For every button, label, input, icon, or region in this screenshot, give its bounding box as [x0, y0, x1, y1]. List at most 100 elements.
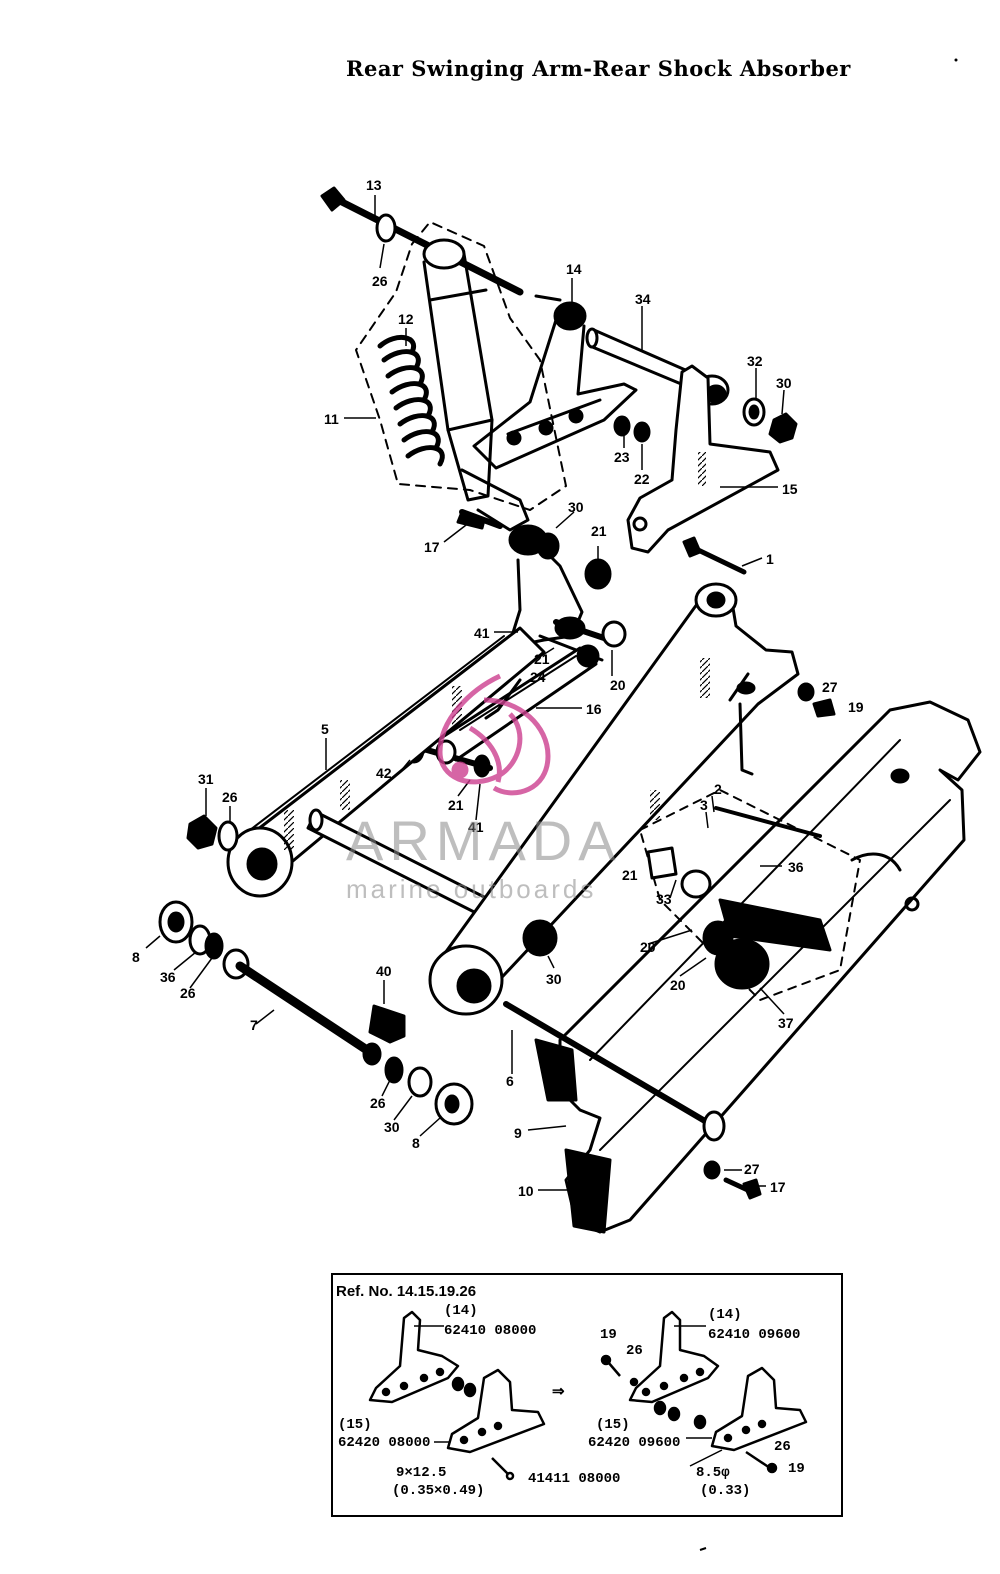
callout-20-b: 20	[640, 939, 656, 955]
callout-7: 7	[250, 1017, 258, 1033]
callout-33: 33	[656, 891, 672, 907]
inset-right-19-lower: 19	[788, 1461, 805, 1477]
callout-26-d: 26	[370, 1095, 386, 1111]
callout-40: 40	[376, 963, 392, 979]
coil-spring	[377, 335, 445, 467]
callout-30-d: 30	[384, 1119, 400, 1135]
callout-30-b: 30	[568, 499, 584, 515]
callout-10: 10	[518, 1183, 534, 1199]
pivot-shaft-set	[158, 900, 474, 1126]
washer-23	[613, 415, 631, 437]
callout-27: 27	[822, 679, 838, 695]
inset-new-plate-15	[710, 1366, 808, 1474]
watermark-brand: ARMADA	[346, 809, 622, 872]
inset-new-bracket-14	[600, 1310, 720, 1430]
callout-17-b: 17	[770, 1179, 786, 1195]
inset-right-19: 19	[600, 1327, 617, 1343]
callout-32: 32	[747, 353, 763, 369]
page-title: Rear Swinging Arm-Rear Shock Absorber	[346, 56, 851, 81]
upper-brackets	[472, 294, 798, 590]
inset-left-bolt-size: 9×12.5	[396, 1465, 446, 1481]
callout-36-b: 36	[160, 969, 176, 985]
inset-old-bracket-14	[368, 1310, 477, 1404]
bolt-20-upper	[553, 619, 627, 648]
washer-8-left	[158, 900, 194, 944]
inset-old-plate-15	[446, 1368, 546, 1481]
revision-inset: Ref. No. 14.15.19.26 (14) 62410 08000 (1…	[331, 1273, 843, 1517]
scan-speck-bottom	[699, 1547, 707, 1551]
inset-right-26-lower: 26	[774, 1439, 791, 1455]
callout-15: 15	[782, 481, 798, 497]
callout-3: 3	[700, 797, 708, 813]
inset-leader-hole	[689, 1449, 723, 1467]
callout-31: 31	[198, 771, 214, 787]
washer-22	[633, 421, 651, 443]
bolt-washer-27-19-upper	[797, 682, 836, 718]
cushion-bracket-14	[472, 294, 638, 470]
callout-9: 9	[514, 1125, 522, 1141]
inset-right-hole-size: 8.5φ	[696, 1465, 730, 1481]
inset-right-14-ref: (14)	[708, 1307, 742, 1323]
spring-group-outline	[355, 221, 567, 511]
callout-17: 17	[424, 539, 440, 555]
block-33	[646, 846, 678, 880]
rear-axle-6	[503, 1001, 726, 1142]
callout-27-b: 27	[744, 1161, 760, 1177]
callout-5: 5	[321, 721, 329, 737]
bush-40	[368, 1004, 406, 1044]
washer-26-left	[204, 932, 224, 960]
adjuster-outline	[639, 789, 861, 1001]
bolt-1	[682, 536, 747, 575]
callout-6: 6	[506, 1073, 514, 1089]
washer-30-right	[407, 1066, 433, 1098]
tensioner-37	[702, 898, 832, 990]
inset-right-15-number: 62420 09600	[588, 1435, 680, 1451]
inset-right-15-ref: (15)	[596, 1417, 630, 1433]
callout-36: 36	[788, 859, 804, 875]
inset-left-14-ref: (14)	[444, 1303, 478, 1319]
inset-left-15-number: 62420 08000	[338, 1435, 430, 1451]
inset-left-bolt-size-inch: (0.35×0.49)	[392, 1483, 484, 1499]
callout-30: 30	[776, 375, 792, 391]
callout-8: 8	[132, 949, 140, 965]
callout-8-b: 8	[412, 1135, 420, 1151]
watermark-tagline: marine outboards	[346, 874, 596, 904]
callout-20: 20	[610, 677, 626, 693]
inset-header: Ref. No. 14.15.19.26	[336, 1283, 476, 1300]
bolt-17-upper	[459, 509, 503, 529]
bolt-washer-27-17-lower	[703, 1160, 762, 1200]
callout-labels: 13 26 14 34 12 11 32 30 23 22 15 1 17 30…	[132, 177, 864, 1199]
callout-16: 16	[586, 701, 602, 717]
callout-41: 41	[474, 625, 490, 641]
callout-30-c: 30	[546, 971, 562, 987]
washer-26-right	[384, 1056, 404, 1084]
callout-19: 19	[848, 699, 864, 715]
top-mount-bolt	[320, 186, 524, 296]
callout-11: 11	[324, 411, 339, 427]
washer-nut-30-32	[742, 397, 798, 444]
shock-body	[422, 238, 530, 532]
callout-24: 24	[530, 669, 546, 685]
callout-26-c: 26	[180, 985, 196, 1001]
callout-2: 2	[714, 781, 722, 797]
callout-14: 14	[566, 261, 582, 277]
inset-right-14-number: 62410 09600	[708, 1327, 800, 1343]
inset-right-hole-size-inch: (0.33)	[700, 1483, 750, 1499]
callout-20-c: 20	[670, 977, 686, 993]
scan-speck	[954, 58, 958, 62]
inset-right-26: 26	[626, 1343, 643, 1359]
pivot-bolt-7	[222, 948, 382, 1066]
link-plate-15	[626, 364, 780, 554]
inset-left-14-number: 62410 08000	[444, 1323, 536, 1339]
washer-8-right	[434, 1082, 474, 1126]
inset-arrow-icon: ⇒	[552, 1383, 565, 1400]
callout-41-b: 41	[468, 819, 484, 835]
callout-22: 22	[634, 471, 650, 487]
watermark: ARMADA marine outboards	[346, 673, 622, 904]
callout-21: 21	[591, 523, 607, 539]
callout-23: 23	[614, 449, 630, 465]
leader-lines	[145, 195, 832, 1191]
callout-13: 13	[366, 177, 382, 193]
callout-42: 42	[376, 765, 392, 781]
